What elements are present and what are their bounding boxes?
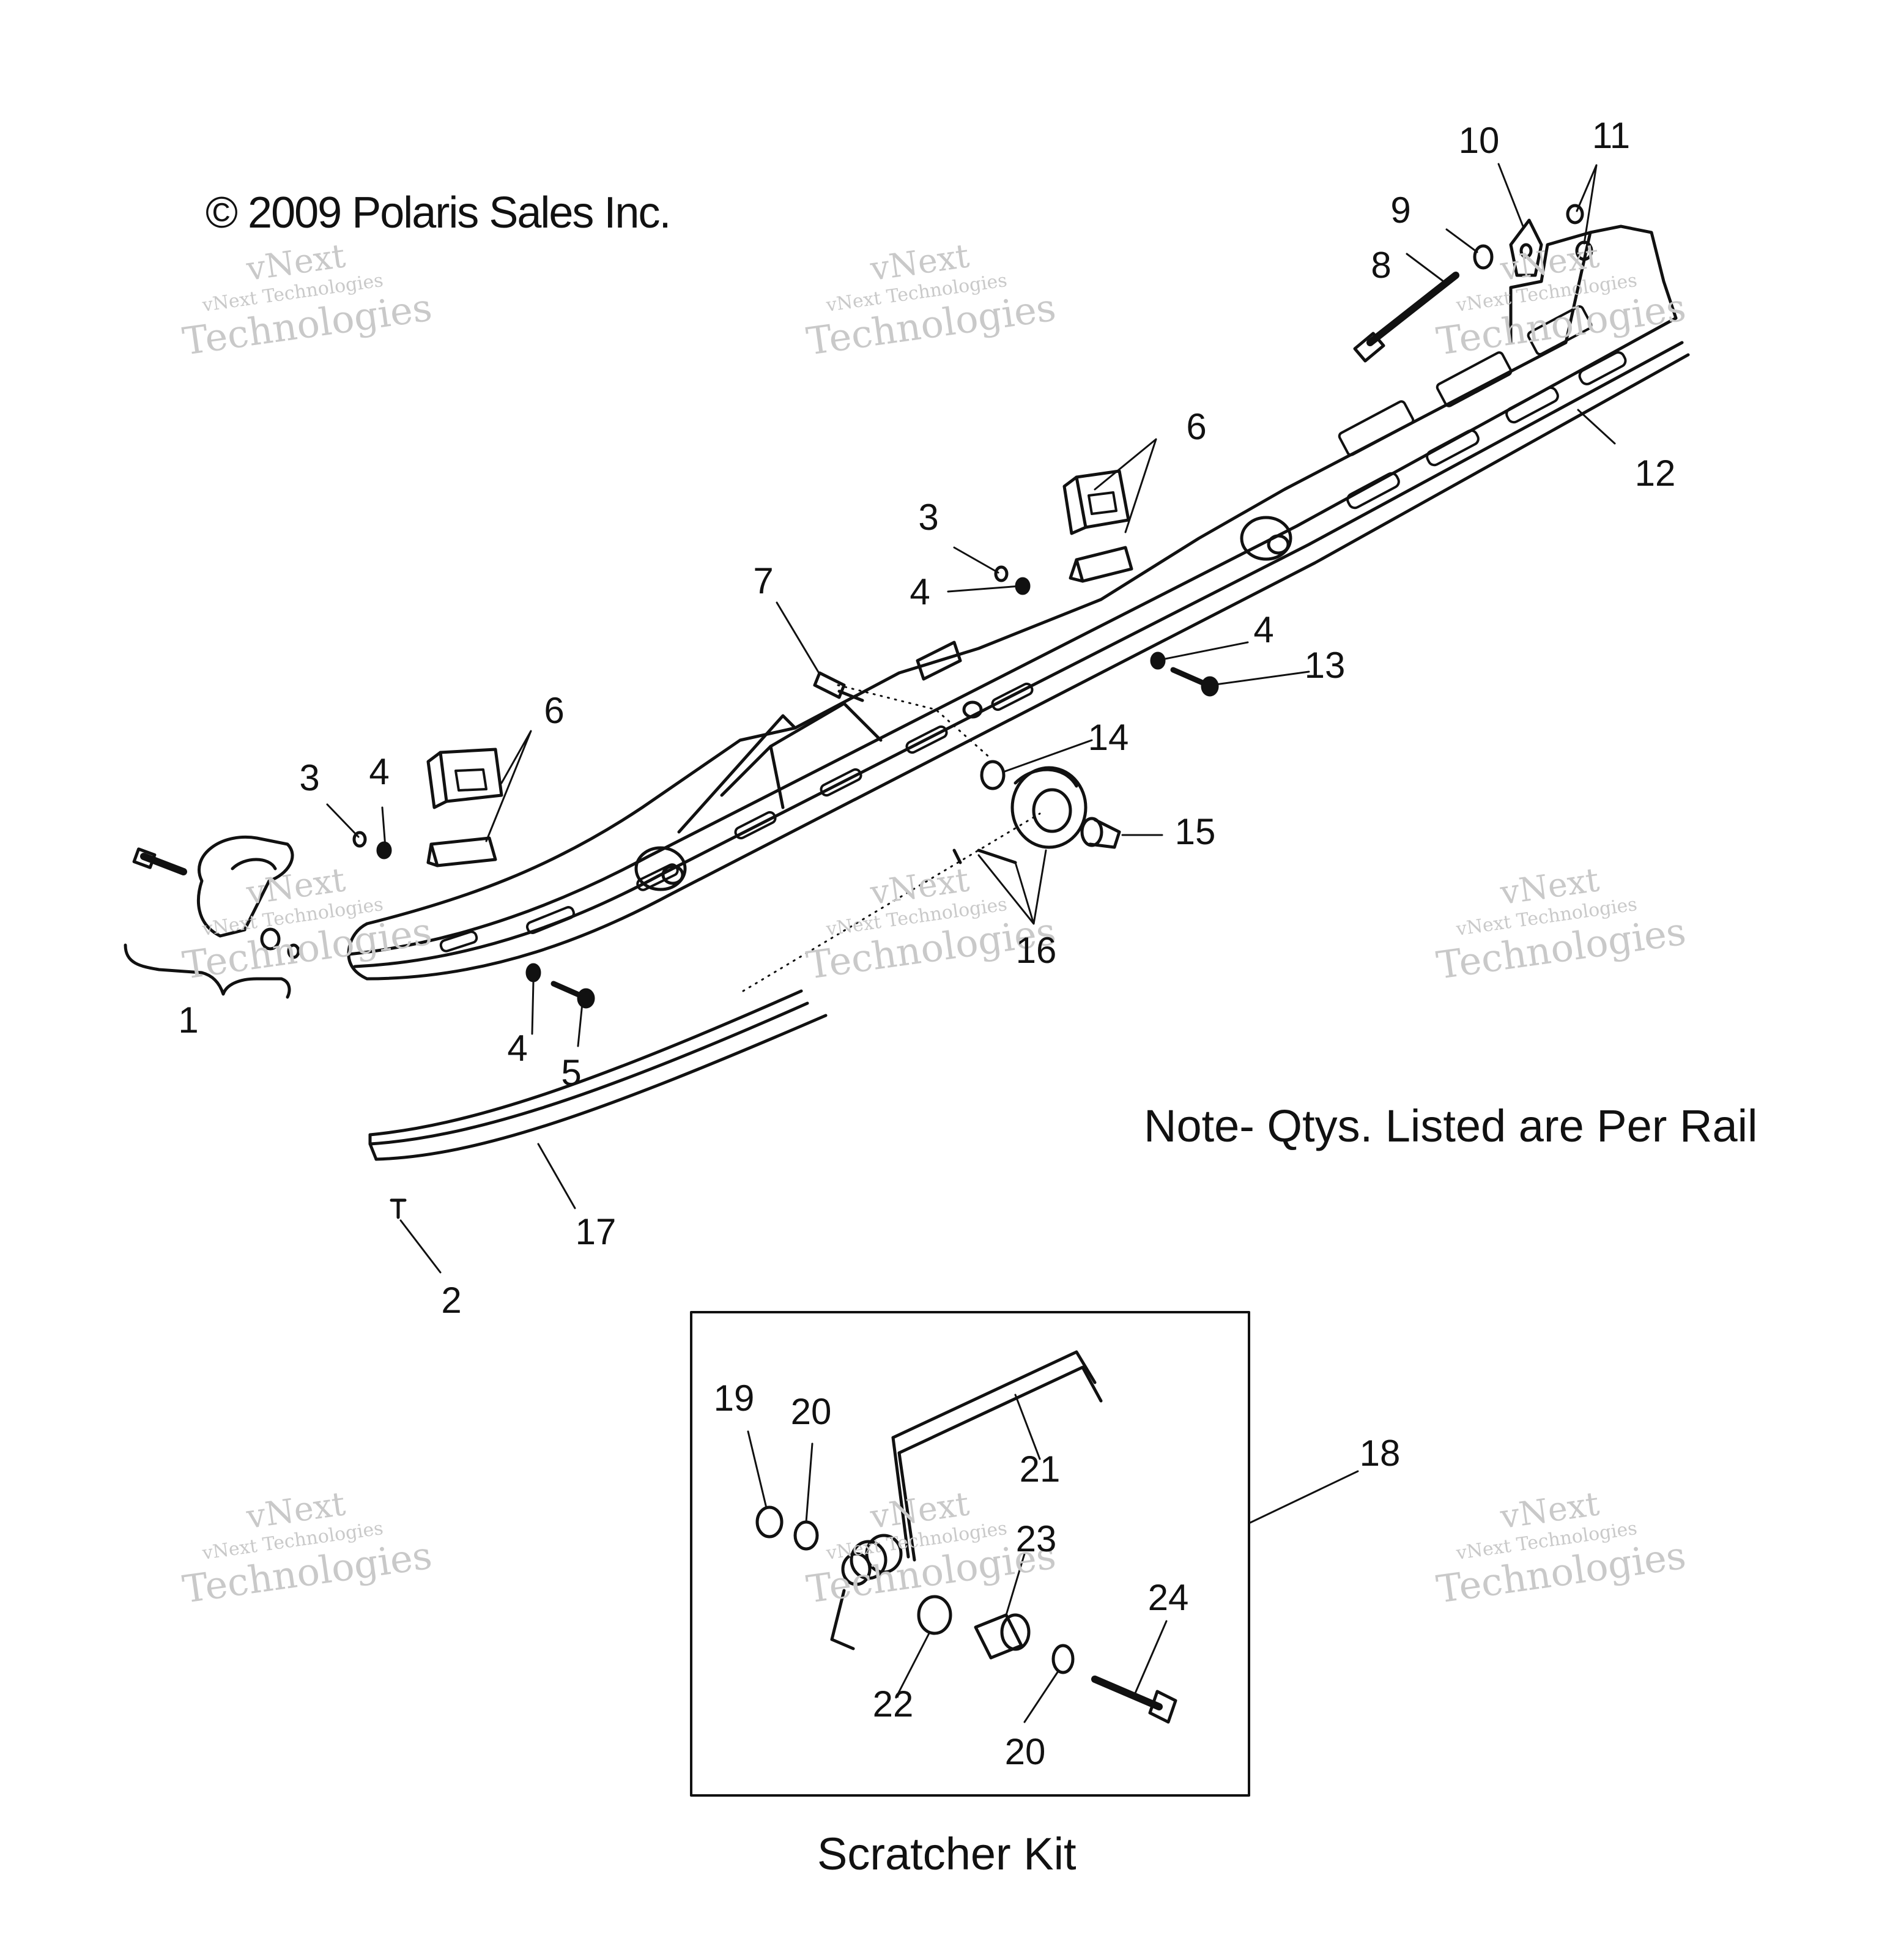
callout-2: 2 [441, 1280, 462, 1321]
callout-20: 20 [790, 1391, 832, 1432]
part-8-long-bolt [1353, 272, 1459, 363]
part-14-washer [980, 760, 1006, 790]
callout-10: 10 [1458, 120, 1500, 161]
callout-18: 18 [1359, 1433, 1401, 1474]
callout-7: 7 [753, 560, 774, 601]
part-7-bolt [813, 671, 992, 760]
callout-6: 6 [544, 690, 565, 731]
part-3-nut-mid [994, 565, 1009, 582]
callout-4: 4 [507, 1028, 528, 1069]
callout-8: 8 [1371, 245, 1392, 286]
part-20-washer-top [793, 1520, 819, 1551]
quantity-note: Note- Qtys. Listed are Per Rail [1144, 1101, 1758, 1151]
part-13-bolt [1170, 667, 1219, 697]
part-17-wear-strip [368, 989, 828, 1161]
part-2-rivet [390, 1198, 407, 1219]
part-16-pin [952, 848, 1017, 864]
part-5-bolt [550, 981, 595, 1009]
part-23-bushing [974, 1613, 1031, 1660]
callout-20: 20 [1004, 1731, 1046, 1772]
callout-9: 9 [1390, 190, 1411, 231]
scratcher-kit-title: Scratcher Kit [817, 1828, 1077, 1879]
callout-13: 13 [1304, 645, 1346, 686]
callout-14: 14 [1088, 717, 1129, 758]
part-6-slide-block-rear [1062, 469, 1133, 583]
leader-18 [1248, 1470, 1359, 1524]
callout-1: 1 [178, 1000, 199, 1041]
callout-12: 12 [1634, 453, 1676, 494]
callout-15: 15 [1174, 811, 1216, 852]
part-19-nut [755, 1505, 784, 1539]
part-20-washer-bottom [1051, 1644, 1075, 1674]
rail-12 [347, 225, 1690, 981]
callout-16: 16 [1015, 930, 1057, 971]
part-1-front-tip [124, 836, 300, 999]
part-9-nut [1473, 244, 1494, 270]
callout-4: 4 [369, 751, 390, 792]
callout-19: 19 [713, 1378, 755, 1419]
part-24-bolt [1091, 1676, 1177, 1724]
part-22-washer [917, 1595, 952, 1635]
callout-5: 5 [561, 1052, 582, 1093]
part-4-washer-rear [1150, 651, 1166, 670]
part-16-idler-wheel [1010, 766, 1088, 849]
callout-11: 11 [1592, 115, 1631, 156]
callout-17: 17 [575, 1211, 617, 1252]
scratcher-kit-box [690, 1311, 1250, 1797]
callout-22: 22 [872, 1683, 914, 1724]
part-10-bracket [1509, 218, 1543, 277]
callout-23: 23 [1015, 1518, 1057, 1559]
callout-24: 24 [1147, 1577, 1189, 1618]
part-21-scratcher-rod [891, 1350, 1103, 1562]
callout-4: 4 [1253, 609, 1274, 650]
callout-3: 3 [918, 497, 939, 538]
copyright-text: © 2009 Polaris Sales Inc. [206, 188, 671, 237]
callout-3: 3 [299, 757, 320, 798]
part-23-spring [830, 1534, 903, 1650]
part-15-axle [1080, 817, 1121, 849]
callout-21: 21 [1019, 1449, 1061, 1490]
part-6-slide-block-front [426, 748, 503, 867]
callout-4: 4 [910, 571, 930, 612]
kit-leader-lines [747, 1394, 1168, 1723]
part-11-nut-a [1566, 204, 1584, 225]
leader-lines [326, 163, 1616, 1274]
part-3-nut-front [352, 831, 367, 848]
part-4-washer-bottom [525, 963, 541, 982]
callout-6: 6 [1186, 406, 1207, 447]
